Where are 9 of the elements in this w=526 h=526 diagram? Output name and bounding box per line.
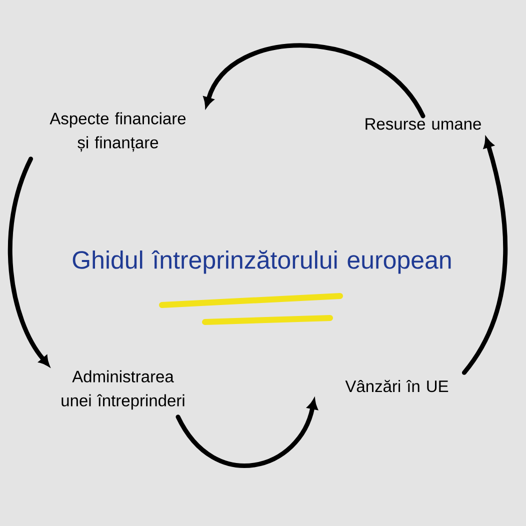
step-label: Vânzări în UE [345, 380, 448, 392]
step-label: Aspecte financiare și finanțare [50, 112, 186, 152]
step-label: Resurse umane [366, 118, 481, 130]
title: Ghidul întreprinzătorului european [72, 250, 451, 274]
curved-arrow [462, 138, 508, 375]
curved-arrow [176, 399, 318, 468]
curved-arrow [203, 43, 426, 118]
step-label: Administrarea unei întreprinderi [62, 370, 184, 410]
curved-arrow [8, 156, 50, 366]
